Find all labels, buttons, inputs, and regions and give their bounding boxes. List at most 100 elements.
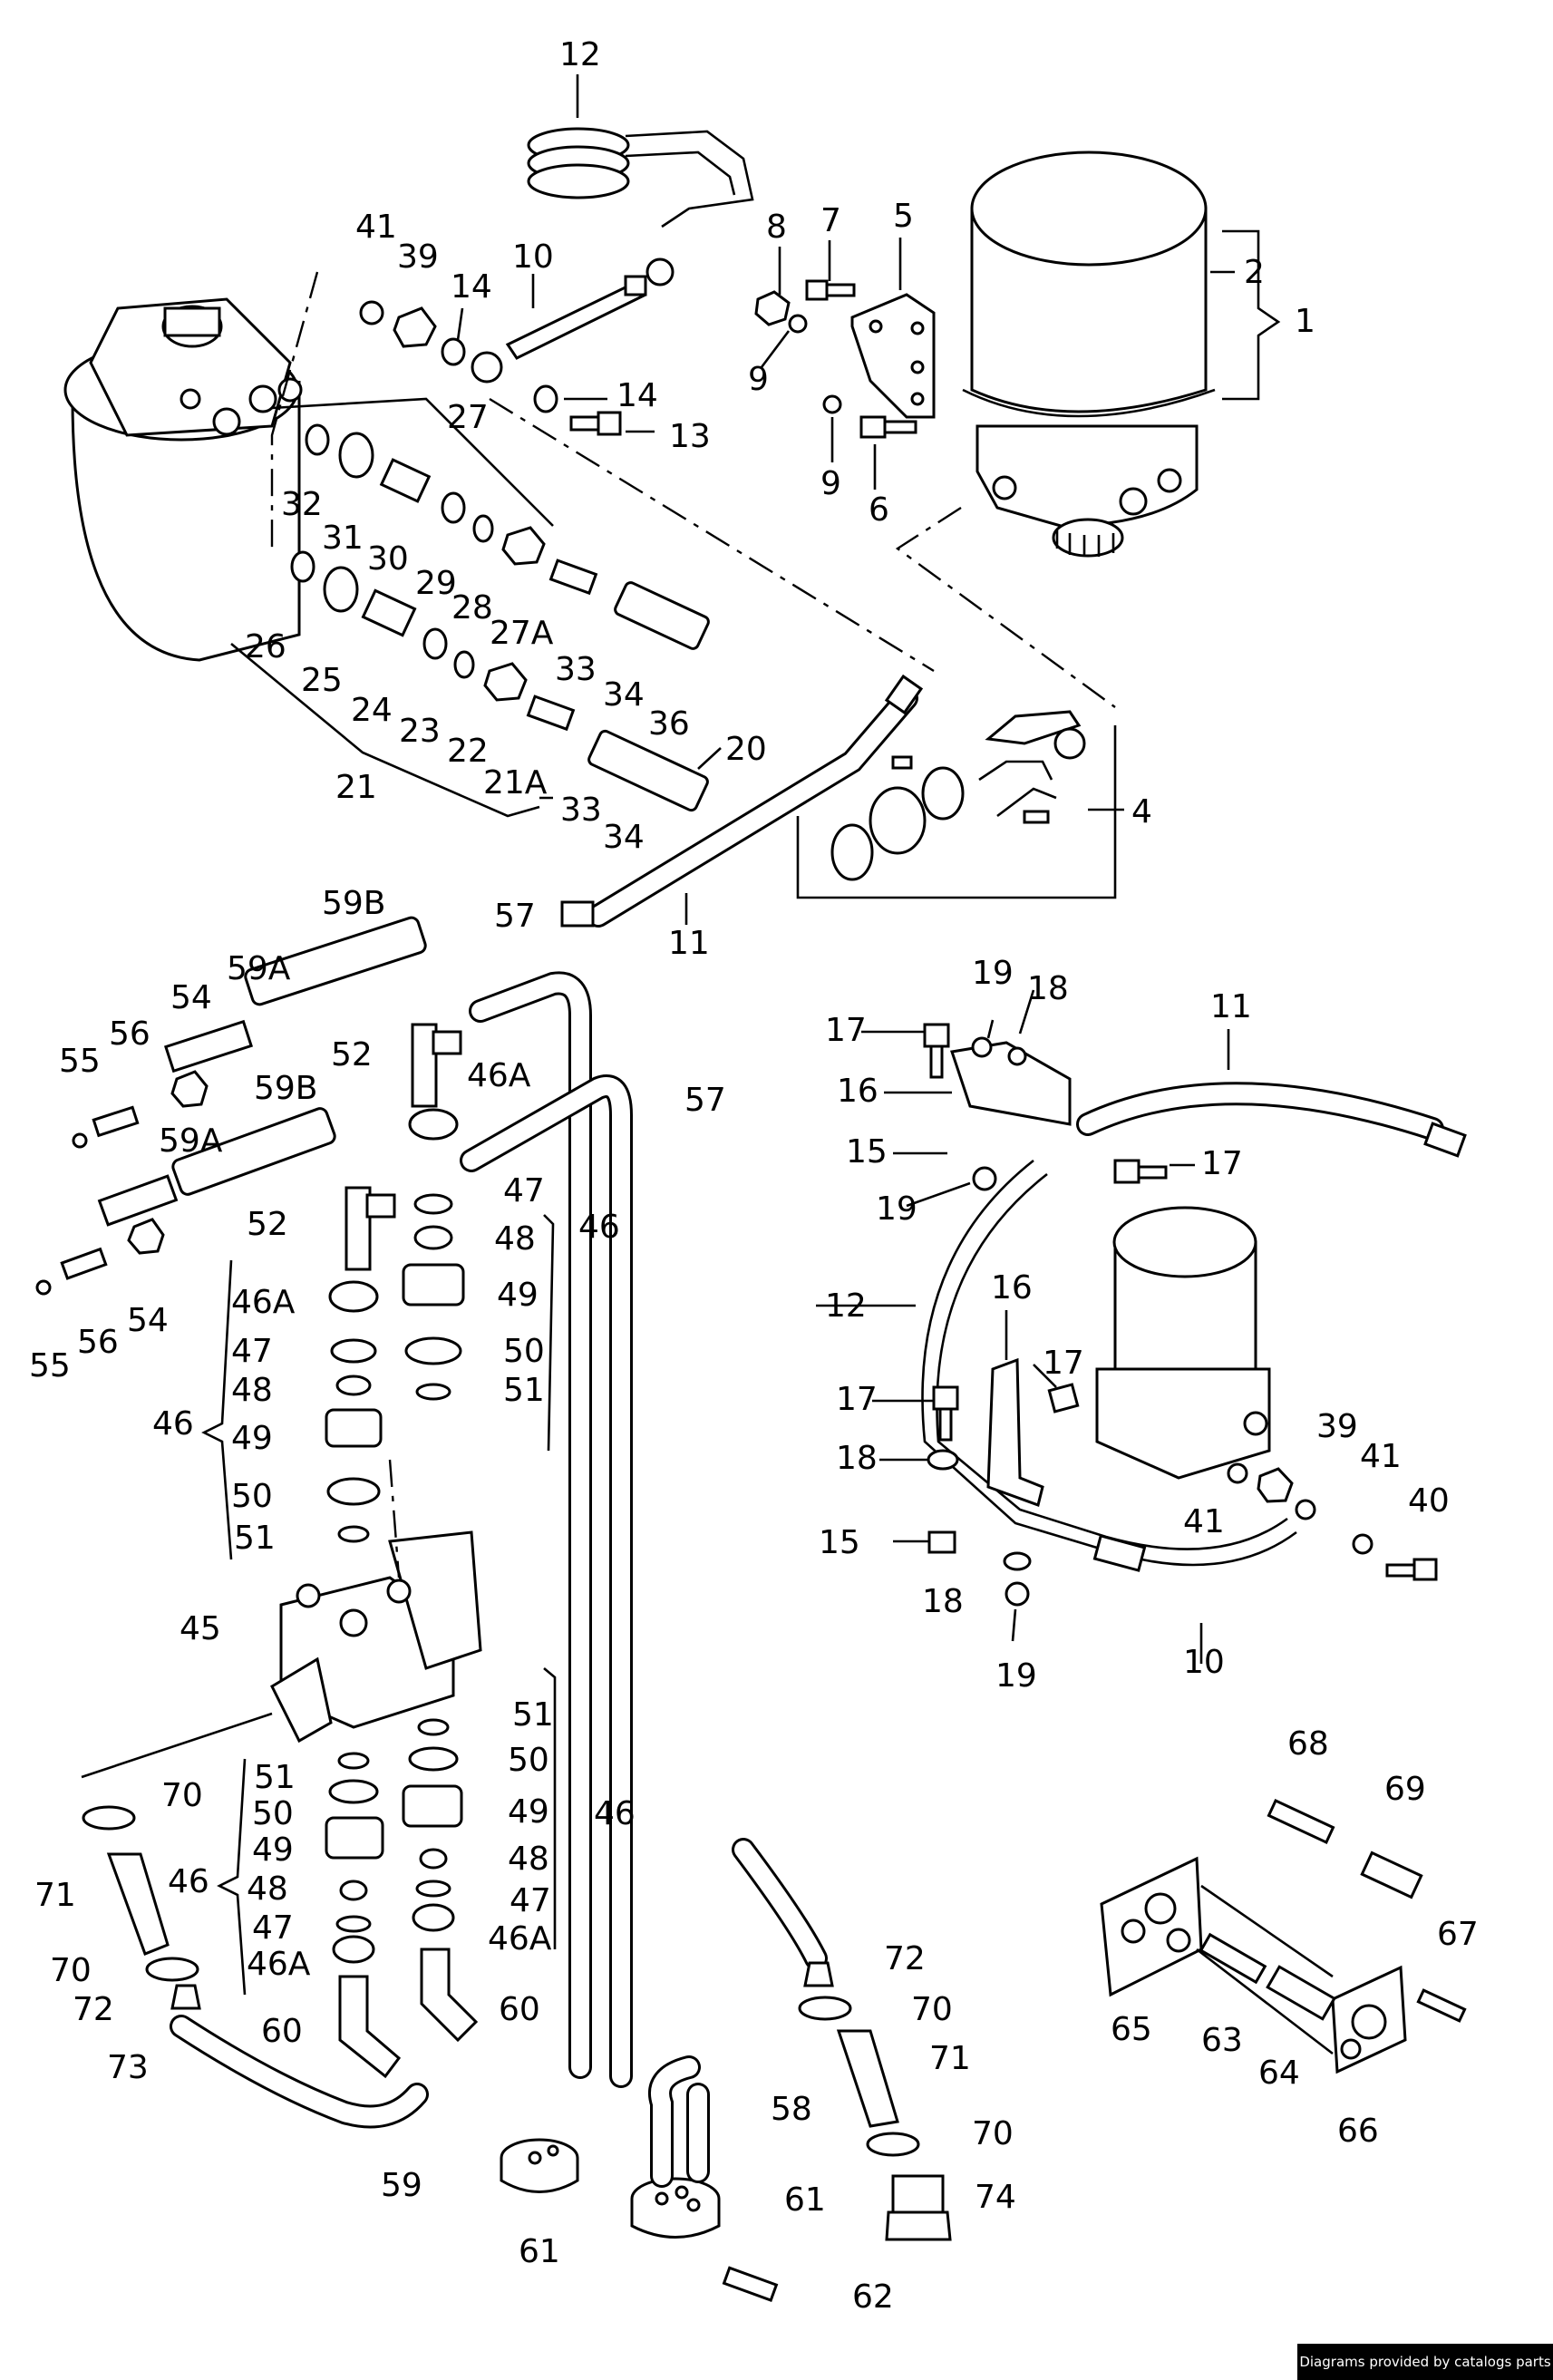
hose-73	[170, 2015, 429, 2129]
callout-23: 23	[399, 713, 441, 750]
grommet-61a	[500, 2138, 579, 2193]
nut-19c	[1005, 1581, 1030, 1607]
connector-68	[1267, 1799, 1335, 1844]
compressor-head	[63, 297, 303, 662]
callout-60b: 60	[499, 1991, 540, 2028]
callout-48c: 48	[508, 1841, 549, 1878]
callout-47d: 47	[252, 1909, 294, 1947]
leader-lines	[456, 74, 1235, 1664]
callout-51c: 51	[512, 1696, 554, 1734]
callout-69: 69	[1384, 1771, 1426, 1808]
lower-fitting-chain	[290, 550, 709, 812]
callout-40: 40	[1408, 1482, 1450, 1520]
tee-52a	[411, 1023, 462, 1108]
callout-1: 1	[1295, 303, 1315, 340]
callout-15a: 15	[846, 1133, 888, 1171]
callout-47c: 47	[510, 1882, 551, 1919]
cap-72b	[803, 1961, 834, 1987]
pipe-12-right	[921, 1159, 1297, 1567]
fitting-stack-upper-left	[325, 1280, 383, 1543]
callout-58: 58	[771, 2091, 812, 2128]
callout-70c: 70	[911, 1991, 953, 2028]
callout-49b: 49	[231, 1420, 273, 1457]
callout-34a: 34	[603, 676, 645, 714]
callout-46Ac: 46A	[488, 1920, 552, 1957]
nut-54b	[127, 1218, 165, 1255]
washer-18b	[927, 1449, 959, 1471]
callout-56a: 56	[109, 1015, 150, 1053]
clip-15	[927, 1530, 956, 1554]
callout-19a: 19	[972, 955, 1014, 992]
callout-19b: 19	[876, 1190, 917, 1228]
tube-71a	[106, 1852, 170, 1956]
connector-56b	[60, 1247, 108, 1280]
callout-17c: 17	[1043, 1345, 1084, 1382]
callout-10a: 10	[512, 238, 554, 276]
hose-11-right	[1076, 1082, 1467, 1158]
union-39b	[1257, 1467, 1294, 1503]
bolt-6	[859, 415, 917, 439]
nut-8	[754, 290, 791, 326]
nut-19b	[972, 1166, 997, 1191]
callout-48b: 48	[231, 1372, 273, 1409]
bracket-27	[271, 397, 554, 527]
callout-27: 27	[447, 399, 489, 436]
callout-13: 13	[669, 418, 711, 455]
pump-45	[270, 1530, 482, 1744]
callout-29: 29	[415, 565, 457, 602]
callout-51a: 51	[503, 1372, 545, 1409]
callout-62: 62	[852, 2278, 894, 2316]
callout-31: 31	[322, 520, 364, 557]
clamp-70d	[866, 2132, 920, 2157]
callout-9b: 9	[820, 465, 841, 502]
leader-70-top	[81, 1712, 273, 1779]
callout-18c: 18	[922, 1583, 964, 1620]
callout-33a: 33	[555, 651, 597, 688]
bracket-46d	[543, 1667, 557, 1949]
callout-25: 25	[301, 662, 343, 699]
bracket-46a	[201, 1259, 233, 1560]
callout-17b: 17	[1201, 1145, 1243, 1182]
callout-14a: 14	[451, 268, 492, 306]
washer-18c	[1003, 1551, 1032, 1571]
bracket-46c	[217, 1758, 247, 1996]
bolt-40	[1385, 1558, 1438, 1581]
callout-32: 32	[281, 486, 323, 523]
callout-71a: 71	[34, 1877, 76, 1914]
callout-4: 4	[1131, 793, 1152, 831]
callout-64: 64	[1258, 2055, 1300, 2092]
bracket-21	[230, 642, 540, 818]
callout-48a: 48	[494, 1220, 536, 1258]
callout-46a: 46	[152, 1405, 194, 1443]
connector-69	[1360, 1851, 1423, 1899]
bolt-17c	[932, 1385, 959, 1442]
pipe-12-right-inner	[936, 1172, 1288, 1550]
elbow-60b	[420, 1948, 479, 2043]
dash-route-c	[895, 506, 1116, 708]
valve-62	[722, 2266, 779, 2302]
washer-55a	[72, 1132, 88, 1149]
callout-24: 24	[351, 692, 393, 729]
pipe-10	[471, 275, 647, 384]
callout-49d: 49	[252, 1831, 294, 1869]
dash-route-a	[270, 271, 319, 553]
bolt-17b	[1113, 1159, 1168, 1184]
hose-72-right	[732, 1838, 828, 1970]
bracket-16a	[950, 1041, 1072, 1126]
connector-56a	[92, 1105, 140, 1138]
callout-50c: 50	[508, 1742, 549, 1779]
callout-5: 5	[893, 198, 914, 235]
callout-16a: 16	[837, 1073, 878, 1110]
callout-36: 36	[648, 705, 690, 743]
callout-labels: 1 2 4 5 6 7 8 9 9 10 10 11 11 12 12 13 1…	[29, 36, 1479, 2316]
sensor-kit	[796, 710, 1117, 899]
washer-18a	[1007, 1046, 1027, 1066]
callout-57b: 57	[684, 1082, 726, 1119]
callout-6: 6	[869, 491, 889, 529]
washer-14b	[533, 384, 558, 413]
callout-15b: 15	[819, 1524, 860, 1561]
washer-41b	[1227, 1462, 1248, 1484]
hose-57a	[469, 971, 592, 2079]
cap-72a	[170, 1984, 201, 2010]
